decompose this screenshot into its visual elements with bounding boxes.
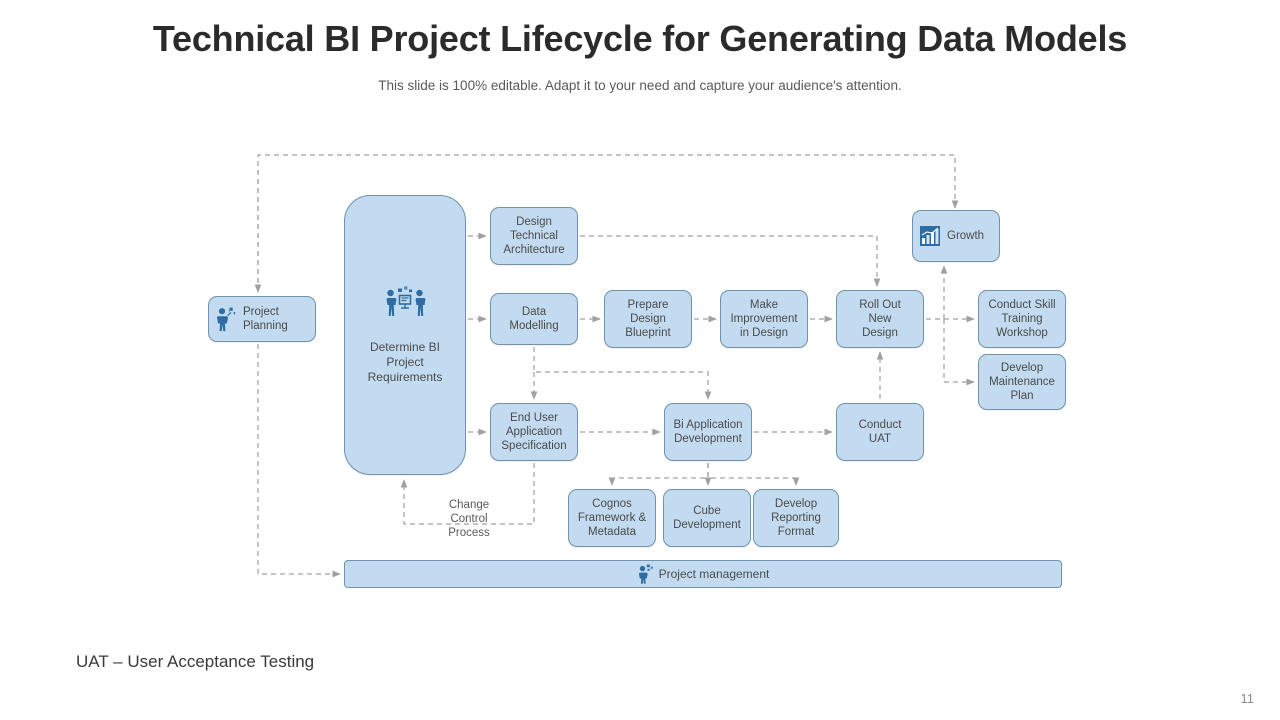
- growth-chart-icon: [919, 225, 941, 247]
- project-management-label: Project management: [658, 567, 770, 581]
- project-management-bar[interactable]: Project management: [344, 560, 1062, 588]
- wire-rollout-to-maintenance: [943, 319, 975, 386]
- node-growth[interactable]: Growth: [912, 210, 1000, 262]
- page-title: Technical BI Project Lifecycle for Gener…: [152, 18, 1128, 59]
- footnote-uat: UAT – User Acceptance Testing: [76, 652, 315, 671]
- wire-data-modelling-to-bi-app: [533, 347, 712, 400]
- node-label: Growth: [947, 230, 985, 242]
- page-subtitle: This slide is 100% editable. Adapt it to…: [378, 78, 902, 93]
- wire-planning-to-pm-bar: [257, 344, 341, 578]
- wire-bi-app-to-reporting: [707, 463, 800, 486]
- project-planning-icon: [215, 306, 237, 332]
- wire-bi-app-to-cognos: [608, 463, 709, 486]
- team-meeting-icon: [384, 286, 426, 318]
- wire-design-arch-to-rollout: [580, 235, 881, 287]
- project-management-icon: [637, 564, 655, 584]
- page-number: 11: [1240, 691, 1255, 706]
